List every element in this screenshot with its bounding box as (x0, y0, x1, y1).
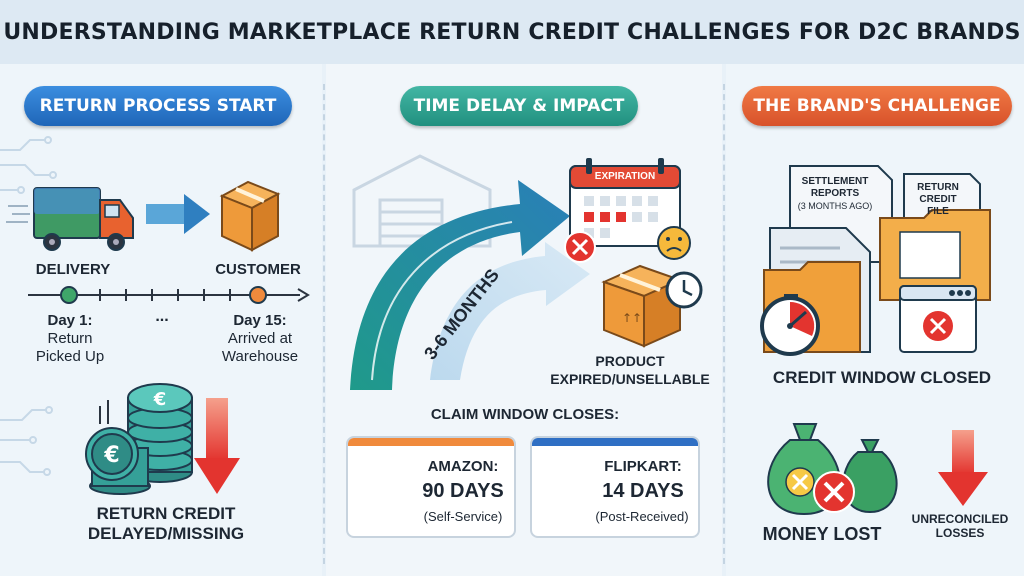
customer-label: CUSTOMER (215, 261, 301, 278)
timeline-day1: Day 1: Return Picked Up (22, 312, 118, 366)
amazon-card-name: AMAZON: (427, 458, 499, 475)
product-box-icon: ↑↑ (601, 264, 703, 348)
day15-desc-line1: Arrived at (227, 330, 293, 347)
day1-title: Day 1: (47, 312, 93, 329)
amazon-card-accent (348, 438, 514, 446)
right-arrow-icon (146, 194, 210, 234)
money-bags-icon (767, 423, 898, 516)
title-bar: UNDERSTANDING MARKETPLACE RETURN CREDIT … (0, 0, 1024, 64)
unreconciled-line1: UNRECONCILED (911, 512, 1009, 526)
credit-window-closed-label: CREDIT WINDOW CLOSED (772, 368, 992, 387)
panel-start (0, 64, 322, 576)
divider-left (323, 84, 325, 564)
report-line1: SETTLEMENT (801, 176, 869, 187)
day15-title: Day 15: (233, 312, 287, 329)
circuit-decoration (0, 136, 57, 476)
return-credit-file-label: RETURN CREDIT FILE (898, 182, 978, 218)
return-credit-line1: RETURN CREDIT (96, 504, 236, 523)
flipkart-card: FLIPKART: 14 DAYS (Post-Received) (530, 436, 700, 538)
divider-right (723, 84, 725, 564)
unreconciled-line2: LOSSES (935, 526, 985, 540)
report-line3: (3 MONTHS AGO) (797, 201, 873, 211)
return-credit-label: RETURN CREDIT DELAYED/MISSING (56, 504, 276, 544)
product-line1: PRODUCT (595, 353, 665, 369)
file-line2: FILE (927, 206, 949, 217)
timeline-day15: Day 15: Arrived at Warehouse (210, 312, 310, 366)
day1-desc-line2: Picked Up (35, 348, 105, 365)
header-brands-challenge: THE BRAND'S CHALLENGE (742, 86, 1012, 126)
product-line2: EXPIRED/UNSELLABLE (550, 371, 710, 387)
delay-arrow-icon (350, 180, 590, 390)
claim-window-heading: CLAIM WINDOW CLOSES: (430, 406, 620, 423)
settlement-reports-label: SETTLEMENT REPORTS (3 MONTHS AGO) (790, 176, 880, 212)
page-title: UNDERSTANDING MARKETPLACE RETURN CREDIT … (3, 19, 1021, 45)
documents-icon (763, 165, 991, 353)
coins-icon: € € (85, 383, 193, 495)
calendar-icon (564, 158, 691, 263)
svg-text:↑↑: ↑↑ (622, 311, 642, 325)
truck-icon (6, 187, 134, 251)
file-line1: RETURN CREDIT (917, 182, 959, 205)
losses-arrow-icon (938, 430, 988, 506)
timeline-ellipsis: ... (155, 308, 169, 325)
money-lost-label: MONEY LOST (762, 524, 882, 544)
return-credit-line2: DELAYED/MISSING (87, 524, 245, 543)
flipkart-card-accent (532, 438, 698, 446)
amazon-card-days: 90 DAYS (422, 480, 504, 502)
down-arrow-icon (194, 398, 240, 494)
day15-desc-line2: Warehouse (221, 348, 299, 365)
unreconciled-losses-label: UNRECONCILED LOSSES (898, 512, 1022, 540)
timeline (28, 286, 310, 304)
flipkart-card-days: 14 DAYS (602, 480, 684, 502)
browser-window-icon (899, 285, 977, 353)
stopwatch-icon (760, 294, 820, 356)
amazon-card: AMAZON: 90 DAYS (Self-Service) (346, 436, 516, 538)
header-time-delay-impact: TIME DELAY & IMPACT (400, 86, 638, 126)
svg-text:€: € (103, 443, 119, 468)
calendar-expiration-label: EXPIRATION (594, 171, 656, 182)
day1-desc-line1: Return (47, 330, 93, 347)
box-icon (219, 180, 281, 252)
report-line2: REPORTS (810, 188, 860, 199)
product-status-label: PRODUCT EXPIRED/UNSELLABLE (536, 352, 724, 388)
delivery-label: DELIVERY (35, 261, 111, 278)
svg-text:€: € (153, 389, 167, 410)
amazon-card-note: (Self-Service) (423, 509, 503, 524)
flipkart-card-name: FLIPKART: (604, 458, 682, 475)
header-return-process-start: RETURN PROCESS START (24, 86, 292, 126)
flipkart-card-note: (Post-Received) (595, 509, 689, 524)
